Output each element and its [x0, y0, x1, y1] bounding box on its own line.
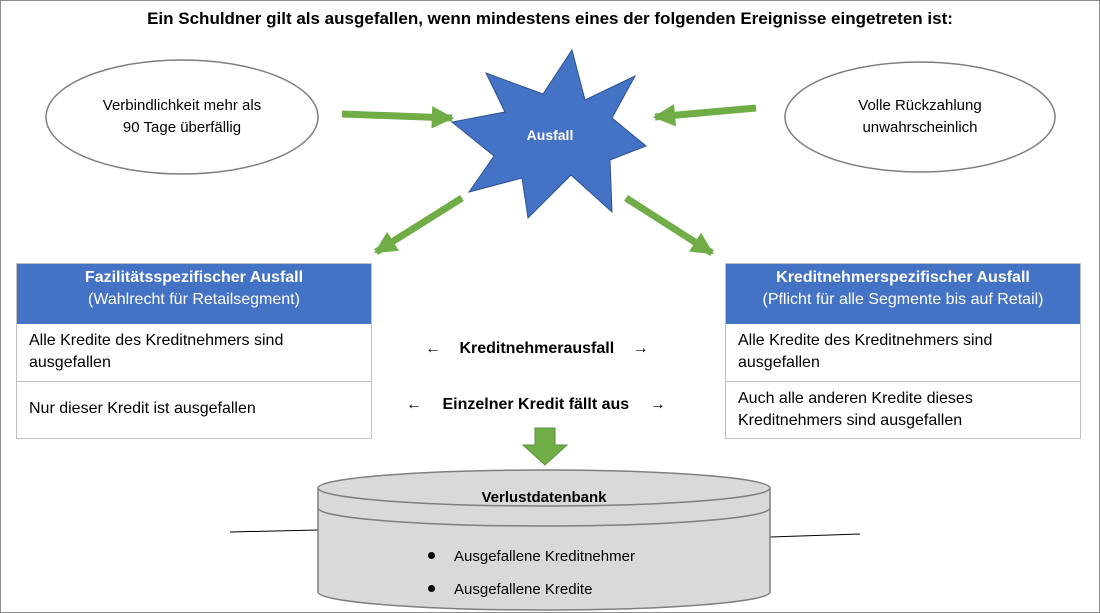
oval-left-text: Verbindlichkeit mehr als 90 Tage überfäl…: [66, 95, 298, 139]
arrow-burst-to-right-box: [624, 195, 714, 256]
box-right-subheading: (Pflicht für alle Segmente bis auf Retai…: [762, 291, 1044, 308]
arrow-right-glyph: →: [632, 340, 649, 357]
label-einzelner-kredit: Einzelner Kredit fällt aus: [442, 396, 630, 413]
arrow-burst-to-left-box: [374, 195, 464, 255]
oval-right: [784, 61, 1056, 173]
bullet-icon: [428, 584, 435, 592]
db-line-right: [769, 533, 861, 538]
down-arrow: [521, 427, 569, 466]
arrow-left-glyph: ←: [406, 396, 422, 413]
database-item: Ausgefallene Kredite: [428, 581, 592, 598]
box-right-header: Kreditnehmerspezifischer Ausfall (Pflich…: [726, 264, 1080, 324]
ausfall-burst: [450, 48, 647, 220]
database-title: Verlustdatenbank: [481, 489, 607, 506]
box-right-heading: Kreditnehmerspezifischer Ausfall: [776, 269, 1030, 286]
database-item-label: Ausgefallene Kredite: [454, 581, 593, 598]
arrow-left-glyph: ←: [425, 340, 441, 357]
arrow-left-oval-to-burst: [341, 106, 455, 129]
oval-right-line-1: Volle Rückzahlung: [858, 97, 982, 114]
middle-label-row-1: ← Kreditnehmerausfall →: [425, 340, 649, 358]
database-body: [317, 488, 771, 611]
database-item: Ausgefallene Kreditnehmer: [428, 548, 635, 565]
box-obligor-default: Kreditnehmerspezifischer Ausfall (Pflich…: [725, 263, 1081, 439]
diagram-title: Ein Schuldner gilt als ausgefallen, wenn…: [147, 9, 953, 28]
bullet-icon: [428, 551, 435, 559]
oval-right-text: Volle Rückzahlung unwahrscheinlich: [805, 95, 1035, 139]
arrow-right-glyph: →: [649, 396, 666, 413]
oval-right-line-2: unwahrscheinlich: [862, 119, 978, 136]
database-item-label: Ausgefallene Kreditnehmer: [454, 548, 635, 565]
database-top: [317, 469, 771, 507]
database-band: [317, 507, 771, 527]
burst-label: Ausfall: [526, 127, 574, 143]
arrow-right-oval-to-burst: [652, 104, 757, 127]
box-left-row-1: Alle Kredite des Kreditnehmers sind ausg…: [17, 324, 371, 382]
box-right-row-1: Alle Kredite des Kreditnehmers sind ausg…: [726, 324, 1080, 382]
box-right-row-2: Auch alle anderen Kredite dieses Kreditn…: [738, 390, 973, 429]
box-left-subheading: (Wahlrecht für Retailsegment): [88, 291, 300, 308]
label-kreditnehmerausfall: Kreditnehmerausfall: [459, 340, 615, 357]
box-left-header: Fazilitätsspezifischer Ausfall (Wahlrech…: [17, 264, 371, 324]
db-line-left: [229, 529, 319, 533]
oval-left: [45, 59, 319, 175]
box-facility-default: Fazilitätsspezifischer Ausfall (Wahlrech…: [16, 263, 372, 439]
oval-left-line-2: 90 Tage überfällig: [122, 119, 242, 136]
box-left-heading: Fazilitätsspezifischer Ausfall: [84, 269, 304, 286]
oval-left-line-1: Verbindlichkeit mehr als: [102, 97, 262, 114]
middle-label-row-2: ← Einzelner Kredit fällt aus →: [406, 396, 666, 414]
box-left-row-2: Nur dieser Kredit ist ausgefallen: [29, 400, 256, 417]
